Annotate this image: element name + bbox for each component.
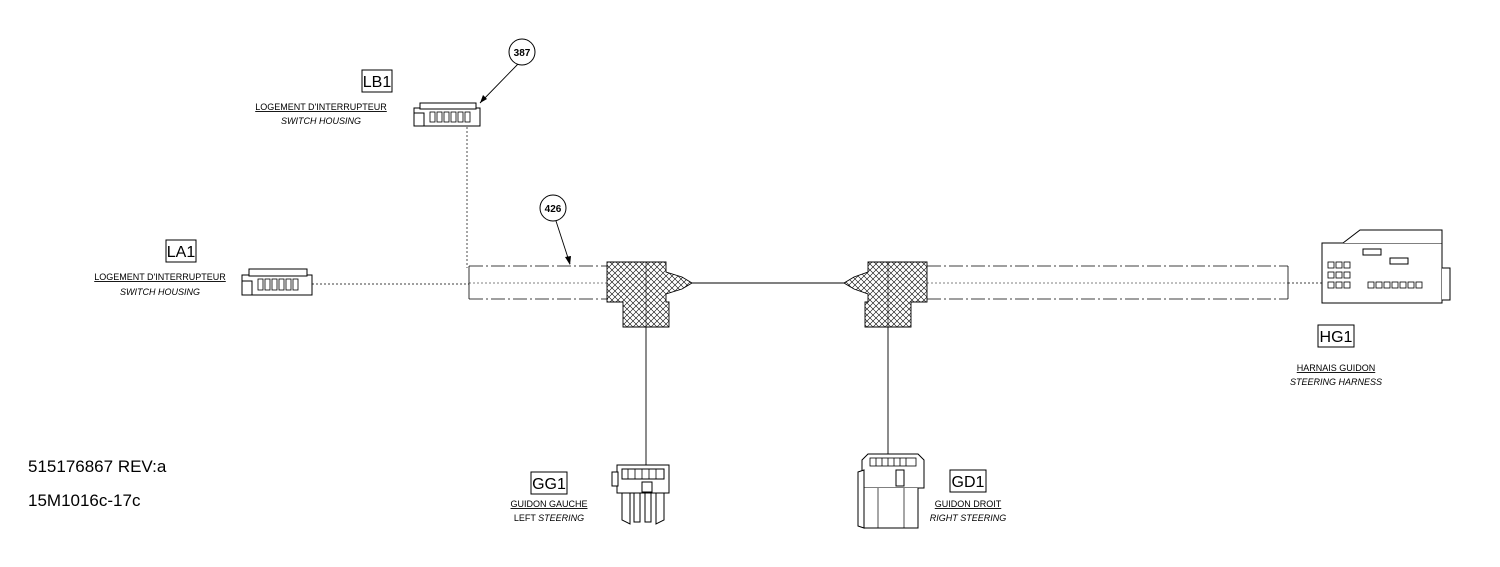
label-gg1-en-prefix: LEFT xyxy=(514,513,538,523)
code-box-hg1: HG1 xyxy=(1317,324,1355,348)
callout-387-number: 387 xyxy=(514,48,531,59)
label-gd1-fr: GUIDON DROIT xyxy=(935,499,1002,509)
code-box-lb1: LB1 xyxy=(361,69,393,93)
connector-la1-icon xyxy=(241,268,313,296)
label-gg1-en-word: STEERING xyxy=(538,513,584,523)
label-la1-en: SWITCH HOUSING xyxy=(120,287,200,297)
label-gd1-en: RIGHT STEERING xyxy=(930,513,1007,523)
main-harness xyxy=(312,127,1322,465)
callout-426: 426 xyxy=(539,194,571,265)
label-lb1-en: SWITCH HOUSING xyxy=(281,116,361,126)
splice-right xyxy=(843,261,928,328)
connector-gd1-icon xyxy=(857,453,925,529)
connector-hg1-icon xyxy=(1321,229,1451,304)
code-box-gg1: GG1 xyxy=(530,471,568,495)
callout-387: 387 xyxy=(479,38,536,104)
code-gg1: GG1 xyxy=(532,476,566,493)
label-hg1-fr: HARNAIS GUIDON xyxy=(1297,363,1376,373)
connector-gg1-icon xyxy=(611,464,670,525)
part-revision: 515176867 REV:a xyxy=(28,457,167,476)
label-lb1-fr: LOGEMENT D'INTERRUPTEUR xyxy=(255,102,387,112)
code-gd1: GD1 xyxy=(952,474,985,491)
label-hg1-en: STEERING HARNESS xyxy=(1290,377,1382,387)
code-la1: LA1 xyxy=(167,244,196,261)
drawing-id: 15M1016c-17c xyxy=(28,491,141,510)
code-hg1: HG1 xyxy=(1320,329,1353,346)
code-box-gd1: GD1 xyxy=(949,469,987,493)
label-gg1-fr: GUIDON GAUCHE xyxy=(510,499,587,509)
callout-426-number: 426 xyxy=(545,204,562,215)
label-la1-fr: LOGEMENT D'INTERRUPTEUR xyxy=(94,272,226,282)
code-lb1: LB1 xyxy=(363,74,392,91)
label-gg1-en: LEFT STEERING xyxy=(514,513,584,523)
connector-lb1-icon xyxy=(413,102,481,127)
code-box-la1: LA1 xyxy=(165,239,197,263)
splice-left xyxy=(606,261,693,328)
